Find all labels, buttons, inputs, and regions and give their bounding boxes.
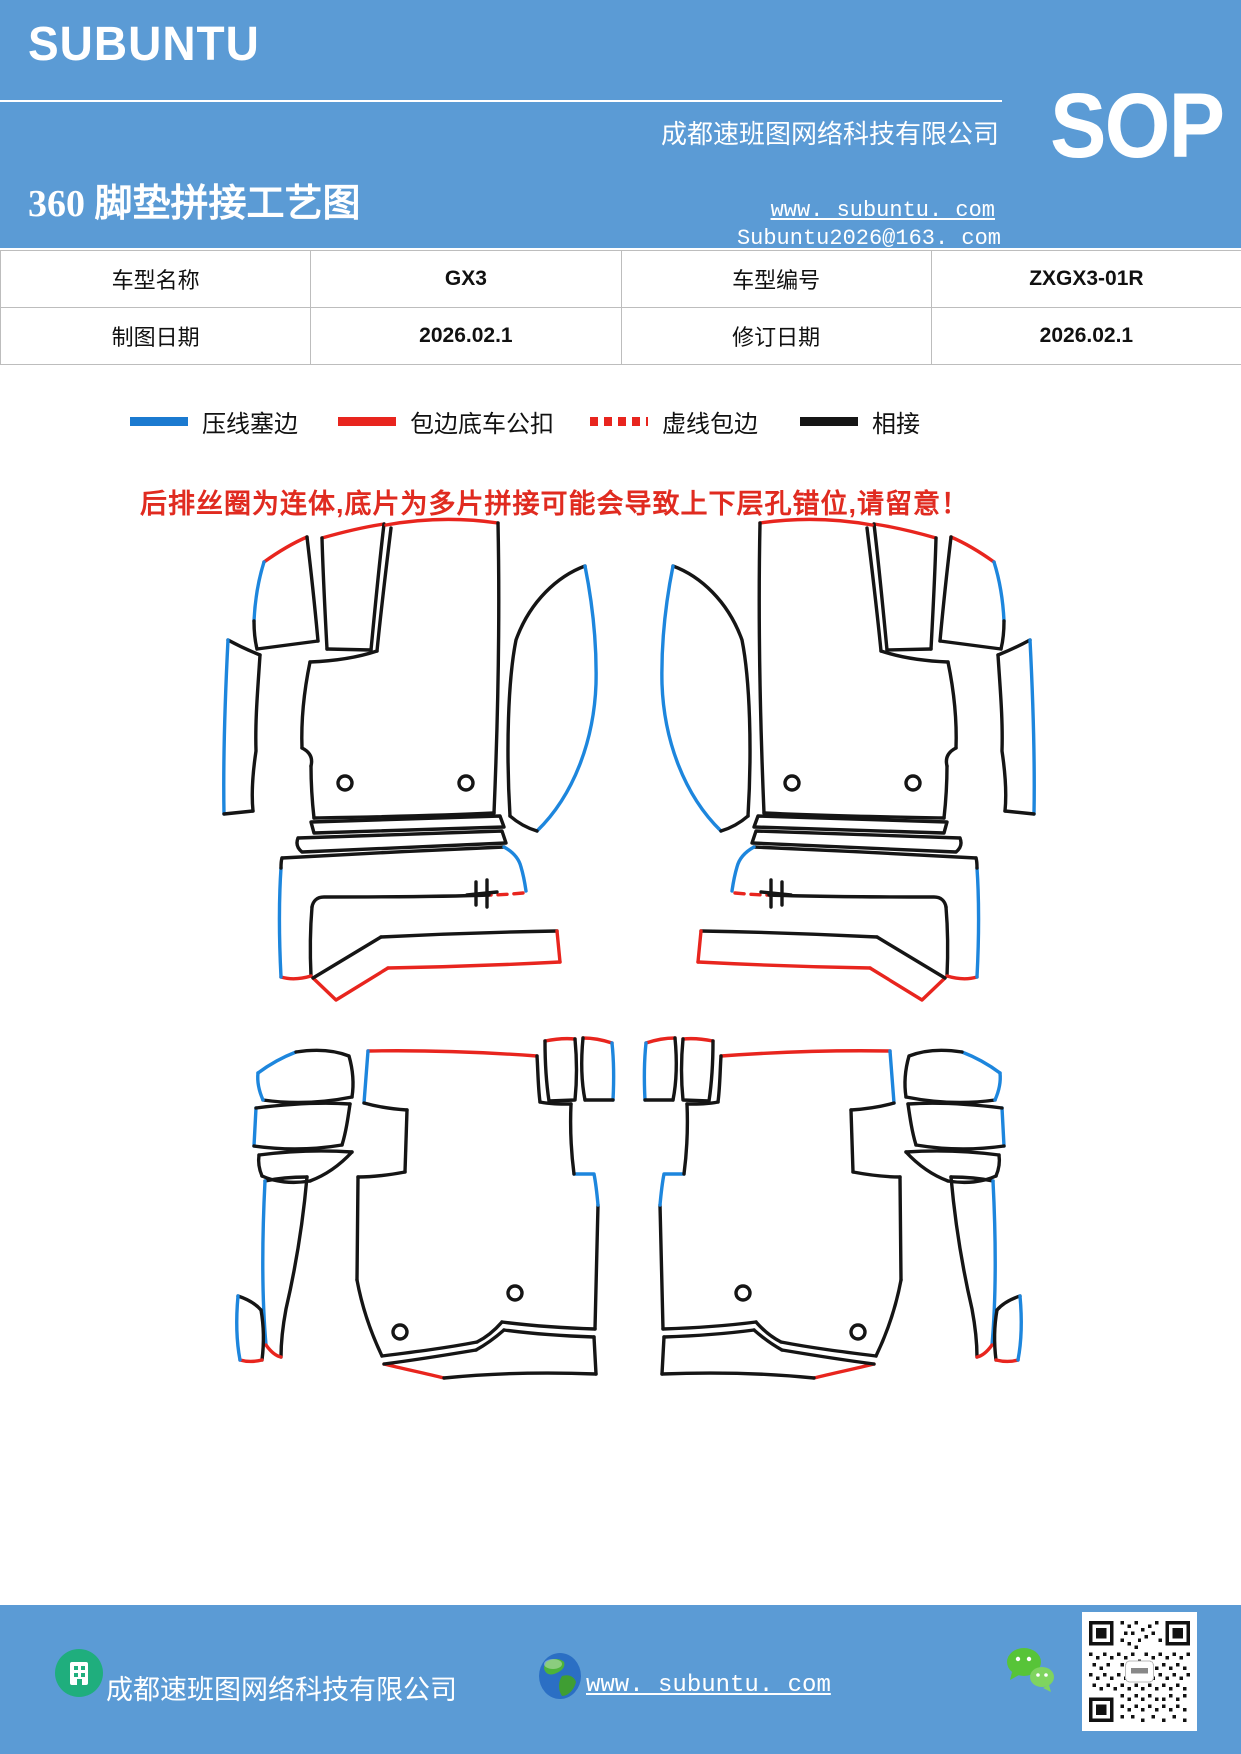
legend-label: 相接 — [872, 411, 920, 438]
brand-logo: SUBUNTU — [28, 15, 260, 71]
model-name-label: 车型名称 — [1, 251, 312, 308]
header-banner: SUBUNTU 360 脚垫拼接工艺图 成都速班图网络科技有限公司 www. s… — [0, 0, 1241, 251]
red-line-swatch — [338, 416, 396, 426]
legend-item-join: 相接 — [800, 408, 920, 438]
draw-date-label: 制图日期 — [1, 308, 312, 365]
draw-date-value: 2026.02.1 — [311, 308, 622, 365]
wechat-icon — [1007, 1648, 1054, 1692]
legend-item-bind: 包边底车公扣 — [338, 408, 554, 438]
model-code-label: 车型编号 — [621, 251, 932, 308]
legend-label: 包边底车公扣 — [410, 411, 554, 438]
header-email: Subuntu2026@163. com — [736, 226, 1001, 251]
vehicle-info-table: 车型名称 GX3 车型编号 ZXGX3-01R 制图日期 2026.02.1 修… — [0, 250, 1241, 365]
red-dashed-swatch — [590, 416, 648, 426]
globe-icon — [539, 1653, 581, 1699]
header-divider — [0, 100, 1002, 102]
legend-item-stitch: 压线塞边 — [130, 408, 298, 438]
header-website-link[interactable]: www. subuntu. com — [770, 198, 995, 223]
footer-company: 成都速班图网络科技有限公司 — [106, 1675, 457, 1705]
warning-text: 后排丝圈为连体,底片为多片拼接可能会导致上下层孔错位,请留意！ — [140, 489, 970, 519]
black-line-swatch — [800, 416, 858, 426]
qr-code — [1082, 1612, 1197, 1731]
legend-item-dashed: 虚线包边 — [590, 408, 758, 438]
footer-website-link[interactable]: www. subuntu. com — [586, 1672, 831, 1699]
header-company: 成都速班图网络科技有限公司 — [660, 120, 999, 149]
blue-line-swatch — [130, 416, 188, 426]
page-title: 360 脚垫拼接工艺图 — [28, 183, 361, 225]
company-building-icon — [55, 1649, 103, 1697]
legend-label: 压线塞边 — [202, 411, 298, 438]
revise-date-label: 修订日期 — [621, 308, 932, 365]
sop-badge: SOP — [1050, 75, 1225, 177]
legend-label: 虚线包边 — [662, 411, 758, 438]
model-name-value: GX3 — [311, 251, 622, 308]
